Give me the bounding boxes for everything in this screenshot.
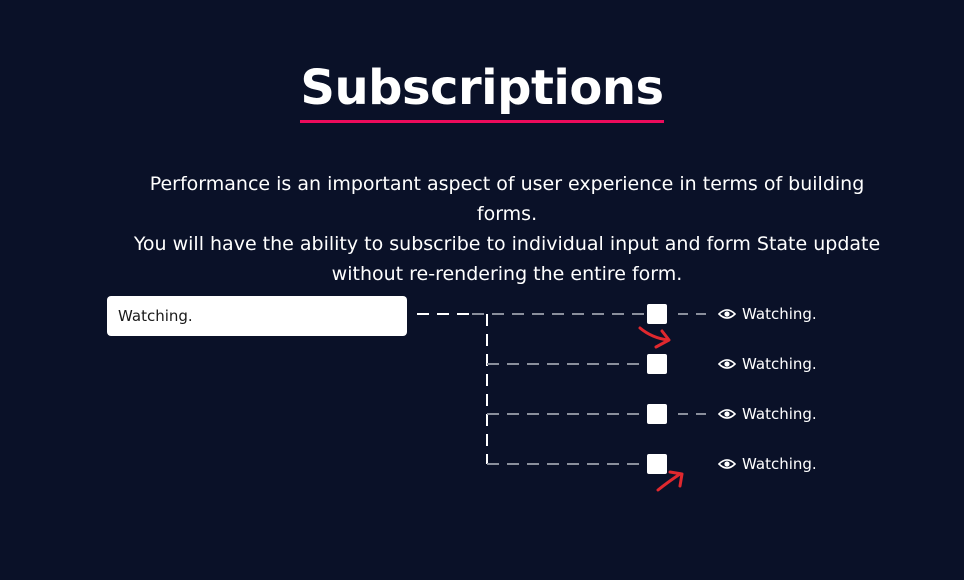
output-label-text: Watching. [742, 455, 817, 473]
output-label-text: Watching. [742, 305, 817, 323]
page-title: Subscriptions [300, 58, 664, 123]
description: Performance is an important aspect of us… [120, 169, 894, 289]
output-label-text: Watching. [742, 355, 817, 373]
output-label-text: Watching. [742, 405, 817, 423]
description-line: You will have the ability to subscribe t… [133, 233, 881, 255]
watch-input[interactable] [107, 296, 407, 336]
output-label: Watching. [718, 404, 817, 424]
subscriber-box [647, 404, 667, 424]
subscriber-box [647, 304, 667, 324]
output-label: Watching. [718, 454, 817, 474]
eye-icon [718, 458, 736, 470]
arrow-icon [638, 326, 671, 349]
subscriber-box [647, 354, 667, 374]
output-label: Watching. [718, 304, 817, 324]
eye-icon [718, 358, 736, 370]
eye-icon [718, 308, 736, 320]
eye-icon [718, 408, 736, 420]
title-wrapper: Subscriptions [0, 58, 964, 123]
subscriber-box [647, 454, 667, 474]
description-line: without re-rendering the entire form. [331, 263, 683, 285]
description-line: Performance is an important aspect of us… [149, 173, 865, 225]
output-label: Watching. [718, 354, 817, 374]
arrow-icon [656, 470, 684, 492]
